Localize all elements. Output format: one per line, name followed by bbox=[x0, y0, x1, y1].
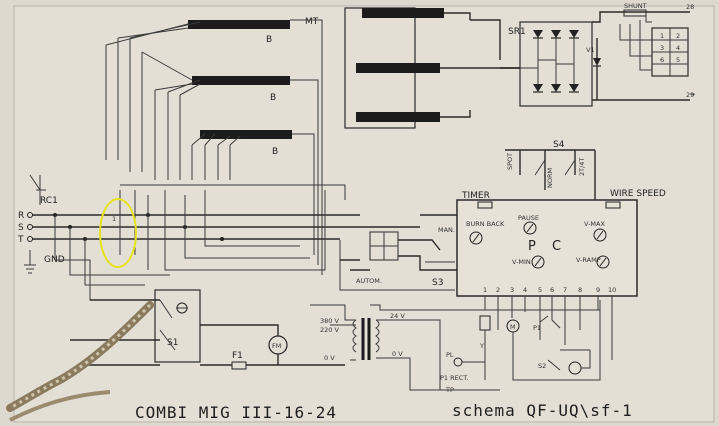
phase-r: R bbox=[18, 211, 24, 221]
svg-text:3: 3 bbox=[510, 286, 514, 294]
s3-label: S3 bbox=[432, 278, 443, 288]
secondary-bar-2 bbox=[356, 63, 440, 73]
svg-text:V-MIN: V-MIN bbox=[512, 258, 531, 266]
s4-pos-2t4t: 2T/4T bbox=[578, 158, 586, 176]
rectifier-bridge bbox=[519, 21, 593, 107]
selector-s4: S4 SPOT NORM 2T/4T bbox=[505, 140, 596, 200]
pause-pot: PAUSE bbox=[518, 214, 539, 235]
svg-text:9: 9 bbox=[596, 286, 600, 294]
svg-text:28: 28 bbox=[686, 3, 694, 11]
model-title: COMBI MIG III-16-24 bbox=[135, 403, 337, 422]
svg-text:Y: Y bbox=[479, 342, 484, 350]
secondary-section: SR1 V1 28 29 – SHUNT 1 2 3 4 6 5 bbox=[344, 2, 696, 129]
svg-text:4: 4 bbox=[676, 44, 680, 52]
s4-label: S4 bbox=[553, 140, 565, 150]
svg-text:P1: P1 bbox=[533, 324, 541, 332]
v1-label: V1 bbox=[586, 46, 595, 54]
wire-speed-label: WIRE SPEED bbox=[610, 189, 666, 199]
mains-input: RC1 R S T GND 1 bbox=[17, 174, 420, 301]
main-transformer: MT B B B bbox=[105, 17, 323, 275]
aux-transformer: 380 V 220 V 0 V 24 V 0 V bbox=[310, 304, 470, 391]
svg-text:2: 2 bbox=[676, 32, 680, 40]
svg-text:5: 5 bbox=[676, 56, 680, 64]
winding-label-2: B bbox=[270, 93, 276, 103]
svg-text:PAUSE: PAUSE bbox=[518, 214, 539, 222]
welding-cable bbox=[6, 301, 154, 422]
schema-title: schema QF-UQ\sf-1 bbox=[452, 401, 633, 420]
pc-label: P C bbox=[528, 239, 567, 254]
svg-text:10: 10 bbox=[608, 286, 616, 294]
s4-pos-spot: SPOT bbox=[506, 153, 514, 170]
rect-label: P1 RECT. bbox=[440, 374, 469, 382]
svg-text:7: 7 bbox=[563, 286, 567, 294]
v-min-pot: V-MIN bbox=[512, 255, 545, 269]
gnd-label: GND bbox=[44, 255, 65, 265]
f1-label: F1 bbox=[232, 351, 243, 361]
s4-pos-norm: NORM bbox=[546, 168, 554, 188]
mode-switch: MAN. AUTOM. S3 bbox=[339, 214, 457, 291]
timer-label: TIMER bbox=[461, 191, 490, 201]
svg-text:1: 1 bbox=[483, 286, 487, 294]
zener-diode bbox=[593, 58, 601, 66]
svg-text:PL: PL bbox=[446, 351, 454, 359]
output-components: Y M P1 S2 PL P1 RECT. TP bbox=[440, 300, 601, 394]
secondary-bar-1 bbox=[362, 8, 444, 18]
svg-text:0 V: 0 V bbox=[324, 354, 335, 362]
secondary-bar-3 bbox=[356, 112, 440, 122]
diodes bbox=[520, 30, 579, 93]
highlight-ellipse bbox=[99, 198, 137, 268]
svg-text:1: 1 bbox=[112, 215, 116, 223]
svg-text:BURN BACK: BURN BACK bbox=[466, 220, 505, 228]
svg-text:S2: S2 bbox=[538, 362, 546, 370]
v-ramp-pot: V-RAMP bbox=[576, 255, 610, 269]
svg-text:380 V: 380 V bbox=[320, 317, 339, 325]
winding-bar-1 bbox=[188, 20, 290, 29]
mt-label: MT bbox=[305, 17, 319, 27]
svg-text:V-MAX: V-MAX bbox=[584, 220, 605, 228]
phase-s: S bbox=[18, 223, 24, 233]
winding-label-1: B bbox=[266, 35, 272, 45]
s1-label: S1 bbox=[167, 338, 178, 348]
svg-text:0 V: 0 V bbox=[392, 350, 403, 358]
shunt-label: SHUNT bbox=[624, 2, 647, 10]
svg-text:V-RAMP: V-RAMP bbox=[576, 256, 601, 264]
svg-text:24 V: 24 V bbox=[390, 312, 405, 320]
winding-bar-2 bbox=[192, 76, 290, 85]
winding-label-3: B bbox=[272, 147, 278, 157]
rc1-label: RC1 bbox=[40, 196, 58, 206]
autom-label: AUTOM. bbox=[356, 277, 382, 285]
fm-label: FM bbox=[272, 342, 281, 350]
svg-text:6: 6 bbox=[550, 286, 554, 294]
pc-board bbox=[456, 199, 638, 297]
control-board: TIMER WIRE SPEED P C PAUSE BURN BACK V-M… bbox=[456, 189, 666, 360]
phase-t: T bbox=[17, 235, 24, 245]
svg-text:1: 1 bbox=[660, 32, 664, 40]
man-label: MAN. bbox=[438, 226, 455, 234]
v-max-pot: V-MAX bbox=[584, 220, 607, 242]
tp-label: TP bbox=[445, 386, 454, 394]
primary-circuit: S1 F1 FM 380 V 220 V 0 V 24 V 0 V bbox=[70, 289, 601, 391]
svg-text:8: 8 bbox=[578, 286, 582, 294]
svg-text:29: 29 bbox=[686, 91, 694, 99]
svg-text:4: 4 bbox=[523, 286, 527, 294]
svg-text:220 V: 220 V bbox=[320, 326, 339, 334]
svg-text:5: 5 bbox=[538, 286, 542, 294]
s1-switch bbox=[154, 289, 201, 363]
svg-text:2: 2 bbox=[496, 286, 500, 294]
sr1-label: SR1 bbox=[508, 27, 526, 37]
svg-text:6: 6 bbox=[660, 56, 664, 64]
svg-text:3: 3 bbox=[660, 44, 664, 52]
winding-bar-3 bbox=[200, 130, 292, 139]
burn-back-pot: BURN BACK bbox=[466, 220, 505, 245]
svg-text:M: M bbox=[510, 323, 516, 331]
minus-sign: – bbox=[690, 87, 696, 100]
